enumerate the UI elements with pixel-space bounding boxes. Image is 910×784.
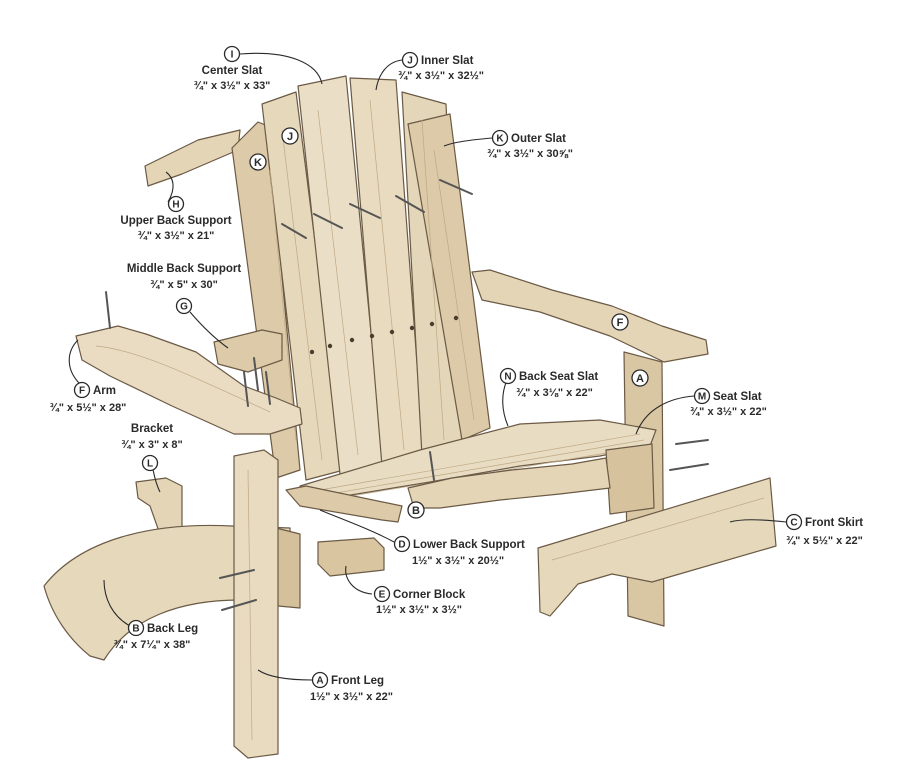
arm-screws (105, 291, 271, 407)
slat-screws (281, 179, 473, 239)
svg-text:Outer Slat: Outer Slat (511, 133, 566, 145)
svg-text:Middle Back Support: Middle Back Support (127, 263, 242, 275)
svg-text:1½" x 3½" x 22": 1½" x 3½" x 22" (310, 691, 393, 703)
svg-text:¾" x 5½" x 22": ¾" x 5½" x 22" (786, 535, 863, 547)
svg-text:¾" x 3" x 8": ¾" x 3" x 8" (121, 439, 183, 451)
front-leg-back-block (275, 527, 301, 609)
front-skirt-part (537, 477, 777, 617)
callouts: I Center Slat ¾" x 3½" x 33" J Inner Sla… (50, 45, 863, 703)
left-front-leg-part (233, 449, 279, 759)
left-arm-part (75, 325, 303, 435)
svg-text:Front Leg: Front Leg (331, 675, 384, 687)
svg-text:H: H (172, 200, 179, 211)
leader-lines (68, 52, 787, 681)
svg-text:F: F (79, 386, 85, 397)
svg-text:Center Slat: Center Slat (202, 65, 263, 77)
svg-text:J: J (287, 131, 293, 143)
callout-lower-back-support: D Lower Back Support 1½" x 3½" x 20½" (393, 535, 525, 567)
corner-block-part (317, 537, 385, 577)
svg-text:Inner Slat: Inner Slat (421, 55, 474, 67)
part-mark-a: A (631, 369, 649, 387)
callout-outer-slat: K Outer Slat ¾" x 3½" x 30⅝" (487, 129, 573, 160)
svg-text:E: E (379, 590, 386, 601)
outer-slat-right-part (407, 113, 491, 441)
part-mark-f: F (611, 313, 629, 331)
svg-text:¾" x 3½" x 33": ¾" x 3½" x 33" (194, 80, 271, 92)
callout-seat-slat: M Seat Slat ¾" x 3½" x 22" (690, 387, 767, 418)
svg-text:J: J (407, 56, 413, 67)
svg-text:I: I (231, 50, 234, 61)
svg-text:¾" x 3½" x 30⅝": ¾" x 3½" x 30⅝" (487, 148, 573, 160)
slat-screw-holes (309, 315, 459, 355)
svg-text:Upper Back Support: Upper Back Support (120, 215, 231, 227)
upper-back-support-part (144, 129, 241, 187)
svg-text:Seat Slat: Seat Slat (713, 391, 762, 403)
callout-arm: F Arm ¾" x 5½" x 28" (50, 381, 127, 414)
svg-text:¾" x 7¼" x 38": ¾" x 7¼" x 38" (114, 639, 191, 651)
callout-front-skirt: C Front Skirt ¾" x 5½" x 22" (785, 513, 863, 547)
part-mark-b: B (407, 501, 425, 519)
part-mark-j: J (281, 127, 299, 145)
svg-text:Bracket: Bracket (131, 423, 173, 435)
lower-back-support-part (285, 485, 403, 523)
svg-text:¾" x 3⅛" x 22": ¾" x 3⅛" x 22" (516, 387, 593, 399)
callout-center-slat: I Center Slat ¾" x 3½" x 33" (194, 45, 271, 92)
callout-inner-slat: J Inner Slat ¾" x 3½" x 32½" (398, 51, 484, 82)
callout-corner-block: E Corner Block 1½" x 3½" x 3½" (373, 585, 466, 616)
svg-text:G: G (180, 302, 188, 313)
svg-text:L: L (147, 459, 153, 470)
svg-text:Front Skirt: Front Skirt (805, 517, 863, 529)
svg-text:K: K (254, 157, 262, 169)
svg-text:1½" x 3½" x 20½": 1½" x 3½" x 20½" (412, 555, 504, 567)
callout-back-leg: B Back Leg ¾" x 7¼" x 38" (114, 619, 198, 651)
svg-text:A: A (636, 373, 644, 385)
svg-text:Arm: Arm (93, 385, 116, 397)
right-arm-part (471, 269, 709, 363)
svg-text:¾" x 5" x 30": ¾" x 5" x 30" (150, 279, 218, 291)
svg-text:D: D (398, 540, 405, 551)
back-leg-part (43, 524, 293, 661)
svg-text:F: F (617, 317, 624, 329)
svg-text:¾" x 3½" x 22": ¾" x 3½" x 22" (690, 406, 767, 418)
callout-upper-back-support: H Upper Back Support ¾" x 3½" x 21" (120, 195, 232, 242)
svg-text:C: C (790, 518, 797, 529)
svg-text:Corner Block: Corner Block (393, 589, 466, 601)
svg-text:B: B (132, 624, 139, 635)
svg-text:¾" x 5½" x 28": ¾" x 5½" x 28" (50, 402, 127, 414)
seat-side-curve (407, 457, 611, 509)
svg-text:1½" x 3½" x 3½": 1½" x 3½" x 3½" (376, 604, 462, 616)
svg-text:B: B (412, 505, 420, 517)
svg-text:M: M (698, 392, 706, 403)
svg-text:A: A (316, 676, 323, 687)
svg-text:N: N (504, 372, 511, 383)
svg-text:Back Seat Slat: Back Seat Slat (519, 371, 598, 383)
callout-back-seat-slat: N Back Seat Slat ¾" x 3⅛" x 22" (499, 367, 598, 399)
middle-back-support-part (213, 329, 283, 373)
slat-grain (269, 99, 475, 461)
svg-text:¾" x 3½" x 21": ¾" x 3½" x 21" (138, 230, 215, 242)
svg-text:Back Leg: Back Leg (147, 623, 198, 635)
callout-front-leg: A Front Leg 1½" x 3½" x 22" (310, 671, 393, 703)
svg-text:¾" x 3½" x 32½": ¾" x 3½" x 32½" (398, 70, 484, 82)
part-mark-k: K (249, 153, 267, 171)
seat-slat-block (605, 443, 655, 515)
svg-text:Lower Back Support: Lower Back Support (413, 539, 525, 551)
svg-text:K: K (496, 134, 504, 145)
part-marks: K J F A B (249, 127, 649, 519)
callout-middle-back-support: Middle Back Support ¾" x 5" x 30" G (127, 263, 242, 315)
callout-bracket: Bracket ¾" x 3" x 8" L (121, 423, 183, 472)
chair-parts (43, 75, 777, 759)
